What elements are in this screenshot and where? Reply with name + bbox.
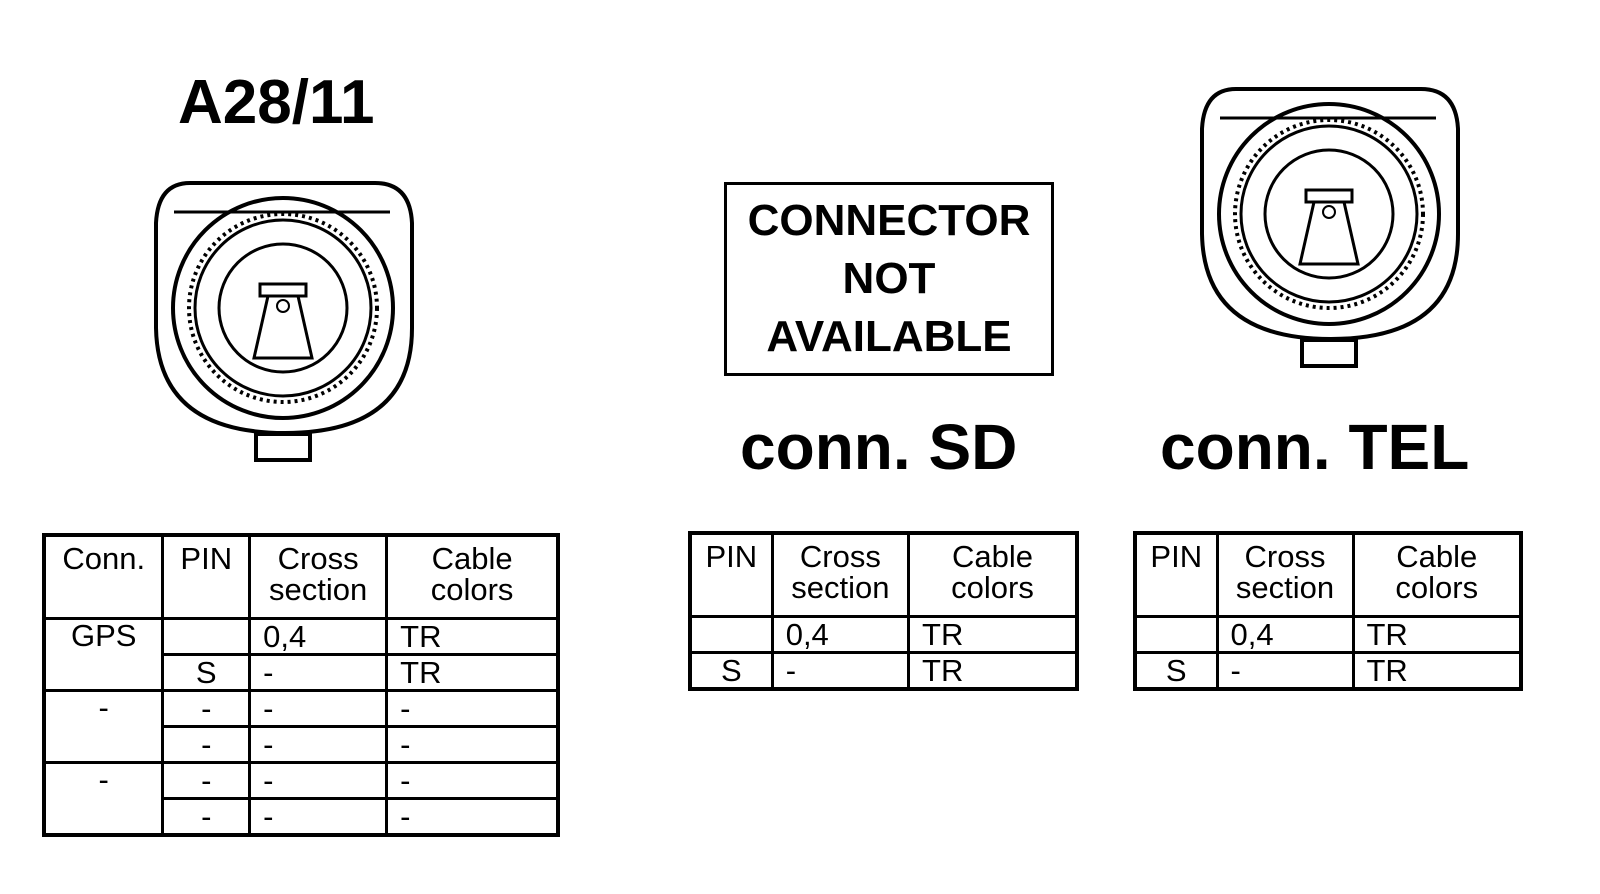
table-row: 0,4 TR — [1133, 615, 1523, 654]
cross-section-cell: 0,4 — [248, 617, 389, 656]
notice-line: NOT — [842, 254, 936, 303]
cable-color-cell: - — [385, 761, 560, 800]
table-row: GPS 0,4 TR — [42, 617, 560, 692]
notice-line: CONNECTOR — [747, 196, 1031, 245]
connector-tel-title: conn. TEL — [1160, 411, 1470, 483]
table-row: - - - — [44, 725, 560, 764]
pin-cell — [688, 615, 774, 654]
cross-section-cell: 0,4 — [1215, 615, 1355, 654]
header-cross-section: Cross section — [770, 531, 911, 618]
pin-cell: S — [1133, 651, 1219, 691]
table-row: S - TR — [1133, 651, 1523, 691]
table-row: - - - - — [42, 761, 560, 837]
pin-cell: - — [161, 689, 252, 728]
cross-section-cell: - — [248, 761, 389, 800]
notice-line: AVAILABLE — [766, 312, 1012, 361]
pin-cell: S — [688, 651, 774, 691]
cross-section-cell: - — [248, 725, 389, 764]
pin-table-sd: PIN Cross section Cable colors 0,4 TR S … — [688, 531, 1079, 691]
cable-color-cell: TR — [385, 653, 560, 692]
connector-sd-title: conn. SD — [740, 411, 1018, 483]
table-header-row: Conn. PIN Cross section Cable colors — [42, 533, 560, 620]
table-row: S - TR — [44, 653, 560, 692]
header-cable-colors: Cable colors — [385, 533, 560, 620]
cable-color-cell: - — [385, 689, 560, 728]
pin-table-tel: PIN Cross section Cable colors 0,4 TR S … — [1133, 531, 1523, 691]
pin-table-a28: Conn. PIN Cross section Cable colors GPS… — [42, 533, 560, 837]
table-row: S - TR — [688, 651, 1079, 691]
coax-connector-icon — [154, 181, 414, 462]
header-cable-colors: Cable colors — [907, 531, 1079, 618]
header-cross-section: Cross section — [248, 533, 389, 620]
cross-section-cell: - — [248, 689, 389, 728]
pin-cell: - — [161, 725, 252, 764]
pin-cell — [161, 617, 252, 656]
table-row: - - - - — [42, 689, 560, 764]
cable-color-cell: TR — [1351, 615, 1523, 654]
pin-cell: S — [161, 653, 252, 692]
header-pin: PIN — [161, 533, 252, 620]
header-cable-colors: Cable colors — [1351, 531, 1523, 618]
cable-color-cell: - — [385, 725, 560, 764]
conn-cell: GPS — [42, 617, 165, 692]
coax-connector-icon — [1200, 87, 1460, 368]
table-row: 0,4 TR — [688, 615, 1079, 654]
cable-color-cell: - — [385, 797, 560, 837]
connector-not-available-notice: CONNECTOR NOT AVAILABLE — [724, 182, 1054, 376]
pin-cell: - — [161, 761, 252, 800]
cross-section-cell: - — [248, 797, 389, 837]
cable-color-cell: TR — [907, 615, 1079, 654]
conn-cell: - — [42, 689, 165, 764]
cross-section-cell: - — [248, 653, 389, 692]
header-conn: Conn. — [42, 533, 165, 620]
cross-section-cell: 0,4 — [770, 615, 911, 654]
pin-cell — [1133, 615, 1219, 654]
header-pin: PIN — [1133, 531, 1219, 618]
cable-color-cell: TR — [1351, 651, 1523, 691]
table-header-row: PIN Cross section Cable colors — [688, 531, 1079, 618]
table-row: - - - — [44, 797, 560, 837]
header-cross-section: Cross section — [1215, 531, 1355, 618]
pin-cell: - — [161, 797, 252, 837]
table-header-row: PIN Cross section Cable colors — [1133, 531, 1523, 618]
header-pin: PIN — [688, 531, 774, 618]
cross-section-cell: - — [1215, 651, 1355, 691]
conn-cell: - — [42, 761, 165, 837]
cross-section-cell: - — [770, 651, 911, 691]
cable-color-cell: TR — [907, 651, 1079, 691]
connector-a28-title: A28/11 — [178, 68, 375, 137]
cable-color-cell: TR — [385, 617, 560, 656]
